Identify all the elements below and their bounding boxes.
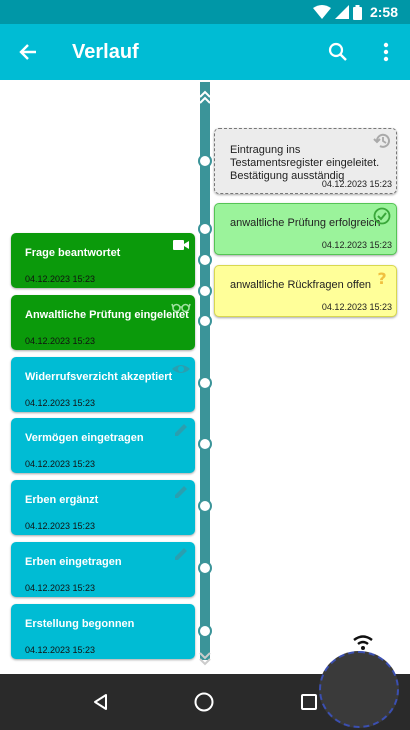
status-bar: 2:58 xyxy=(0,0,410,24)
signal-icon xyxy=(334,5,349,19)
card-date: 04.12.2023 15:23 xyxy=(25,336,96,346)
square-recents-icon xyxy=(301,694,317,710)
more-options-button[interactable] xyxy=(370,36,402,68)
timeline-node xyxy=(198,624,212,638)
timeline-node xyxy=(198,253,212,267)
timeline-node xyxy=(198,561,212,575)
card-date: 04.12.2023 15:23 xyxy=(25,583,96,593)
card-label: Vermögen eingetragen xyxy=(25,432,144,444)
pencil-icon xyxy=(175,548,187,560)
timeline-node xyxy=(198,437,212,451)
timeline-line xyxy=(200,82,210,660)
timeline-node xyxy=(198,314,212,328)
timeline-card[interactable]: Erstellung begonnen 04.12.2023 15:23 xyxy=(11,604,195,659)
svg-text:?: ? xyxy=(377,269,386,287)
timeline-card[interactable]: Widerrufsverzicht akzeptiert 04.12.2023 … xyxy=(11,357,195,412)
wifi-signal-icon xyxy=(353,635,373,650)
history-icon xyxy=(373,133,390,148)
app-bar: Verlauf xyxy=(0,24,410,80)
timeline-node xyxy=(198,376,212,390)
nav-back-button[interactable] xyxy=(87,688,115,716)
timeline-card[interactable]: Vermögen eingetragen 04.12.2023 15:23 xyxy=(11,418,195,473)
card-label: Widerrufsverzicht akzeptiert xyxy=(25,371,173,383)
page-title: Verlauf xyxy=(72,41,139,63)
card-label: Erstellung begonnen xyxy=(25,618,135,630)
card-label: anwaltliche Prüfung erfolgreich xyxy=(230,217,381,229)
timeline-card[interactable]: anwaltliche Rückfragen offen 04.12.2023 … xyxy=(214,265,397,317)
nav-recents-button[interactable] xyxy=(295,688,323,716)
timeline-card[interactable]: Eintragung ins Testamentsregister eingel… xyxy=(214,128,397,194)
circle-home-icon xyxy=(194,692,214,712)
card-date: 04.12.2023 15:23 xyxy=(321,179,392,189)
pencil-icon xyxy=(175,486,187,498)
timeline-card[interactable]: Erben ergänzt 04.12.2023 15:23 xyxy=(11,480,195,535)
card-label: Erben ergänzt xyxy=(25,494,99,506)
timeline-card[interactable]: Anwaltliche Prüfung eingeleitet 04.12.20… xyxy=(11,295,195,350)
timeline-card[interactable]: Erben eingetragen 04.12.2023 15:23 xyxy=(11,542,195,597)
card-date: 04.12.2023 15:23 xyxy=(321,302,392,312)
timeline-card[interactable]: Frage beantwortet 04.12.2023 15:23 xyxy=(11,233,195,288)
timeline-node xyxy=(198,154,212,168)
chevrons-up-icon[interactable] xyxy=(197,90,213,104)
card-label: Erben eingetragen xyxy=(25,556,122,568)
nav-home-button[interactable] xyxy=(190,688,218,716)
card-label: Eintragung ins Testamentsregister eingel… xyxy=(230,144,380,182)
timeline-card[interactable]: anwaltliche Prüfung erfolgreich 04.12.20… xyxy=(214,203,397,255)
card-label: Frage beantwortet xyxy=(25,247,121,259)
card-label: anwaltliche Rückfragen offen xyxy=(230,279,372,291)
timeline-node xyxy=(198,284,212,298)
pencil-icon xyxy=(175,424,187,436)
more-vert-icon xyxy=(383,42,389,62)
video-icon xyxy=(173,240,189,250)
battery-icon xyxy=(352,4,362,20)
card-date: 04.12.2023 15:23 xyxy=(25,521,96,531)
card-label: Anwaltliche Prüfung eingeleitet xyxy=(25,309,189,321)
check-circle-icon xyxy=(373,207,391,225)
status-time: 2:58 xyxy=(369,4,398,20)
search-button[interactable] xyxy=(322,36,354,68)
question-icon: ? xyxy=(377,269,386,287)
timeline-node xyxy=(198,222,212,236)
card-date: 04.12.2023 15:23 xyxy=(25,274,96,284)
card-date: 04.12.2023 15:23 xyxy=(25,645,96,655)
wifi-icon xyxy=(312,5,331,19)
arrow-back-icon xyxy=(19,44,36,60)
search-icon xyxy=(328,42,347,61)
card-date: 04.12.2023 15:23 xyxy=(25,398,96,408)
eye-icon xyxy=(172,365,190,373)
triangle-back-icon xyxy=(94,694,107,710)
chevrons-down-icon[interactable] xyxy=(197,652,213,666)
back-button[interactable] xyxy=(12,36,44,68)
card-date: 04.12.2023 15:23 xyxy=(25,459,96,469)
card-date: 04.12.2023 15:23 xyxy=(321,240,392,250)
glasses-icon xyxy=(171,303,191,313)
floating-action-button[interactable] xyxy=(319,651,399,728)
timeline-node xyxy=(198,499,212,513)
